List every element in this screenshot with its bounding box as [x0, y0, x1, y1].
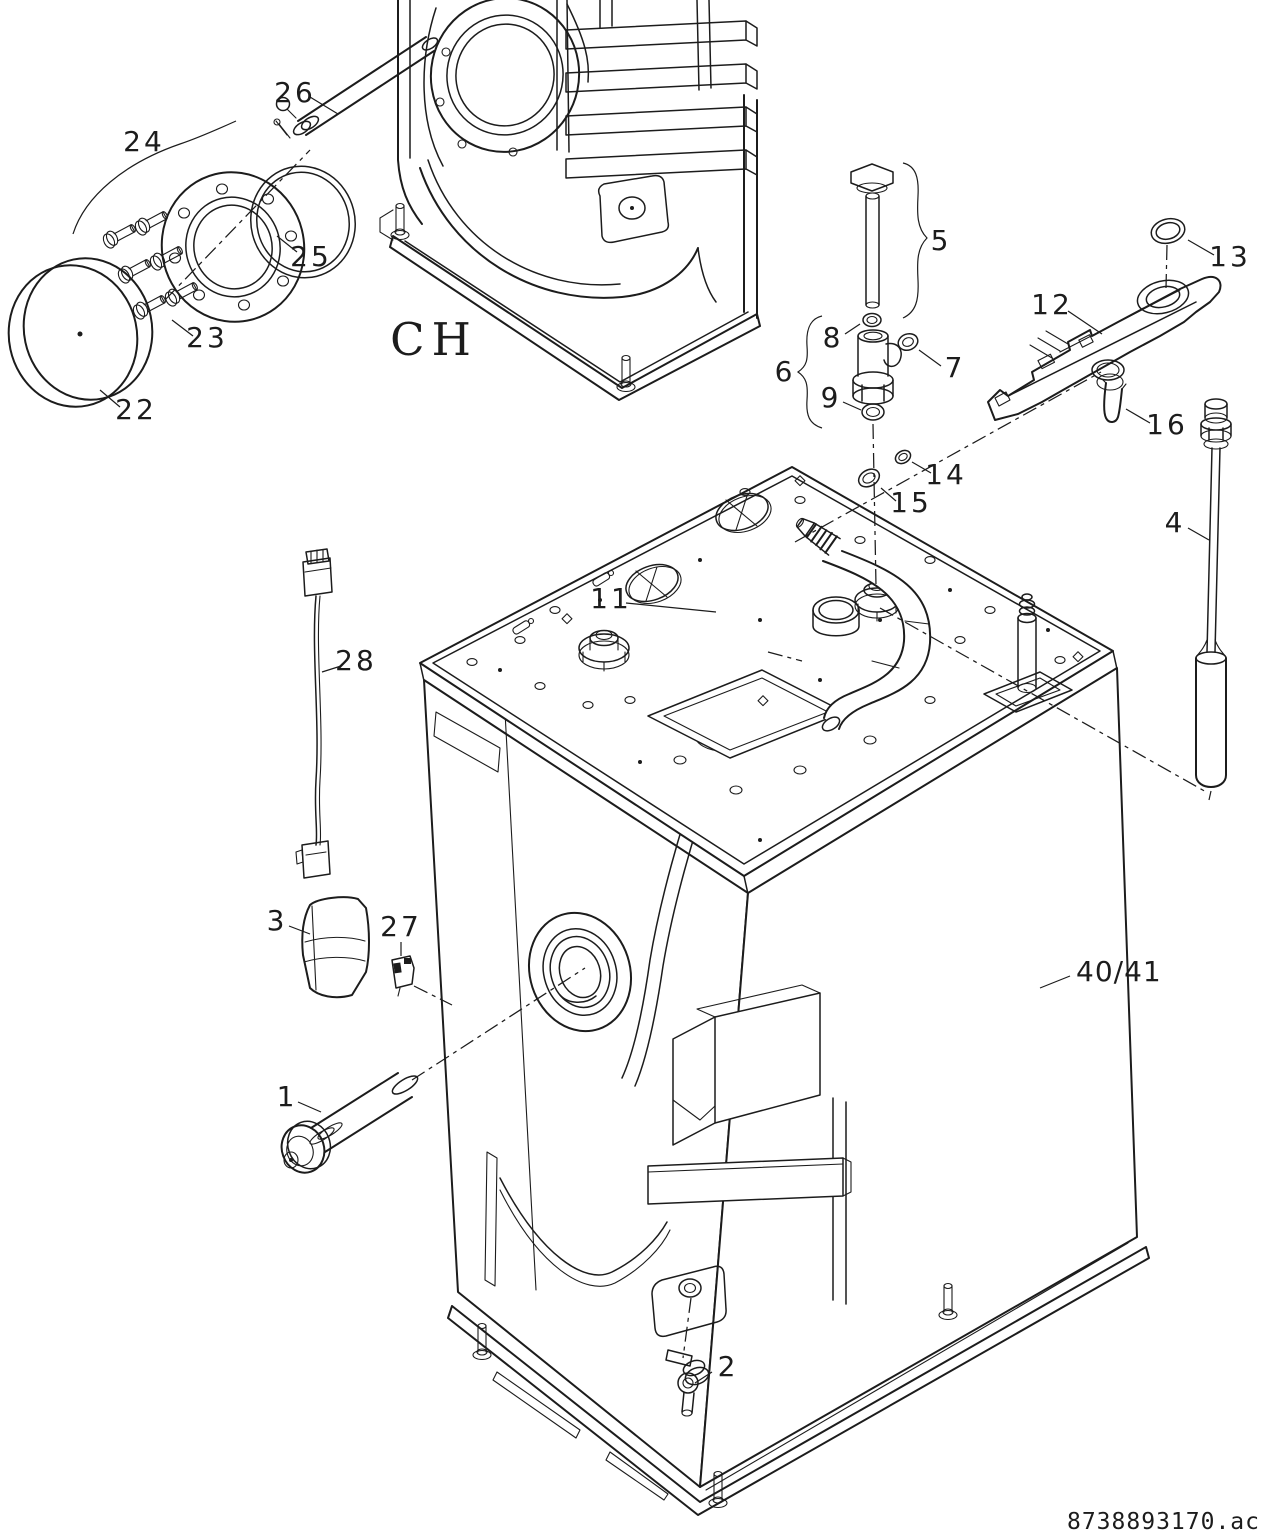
svg-text:26: 26 — [274, 76, 316, 109]
svg-text:40/41: 40/41 — [1076, 955, 1162, 988]
svg-text:24: 24 — [123, 125, 165, 158]
svg-text:27: 27 — [380, 910, 422, 943]
drawing-code: 8738893170.ac — [1067, 1509, 1260, 1535]
callout-9: 9 — [821, 381, 862, 414]
o-ring-8 — [862, 312, 882, 328]
svg-text:6: 6 — [775, 355, 796, 388]
drain-recess — [651, 1265, 727, 1338]
callout-3: 3 — [267, 904, 311, 937]
callout-5: 5 — [931, 224, 952, 257]
svg-text:16: 16 — [1146, 408, 1188, 441]
callout-7: 7 — [918, 349, 966, 384]
anode-rod — [1195, 398, 1232, 801]
callout-40-41: 40/41 — [1039, 955, 1162, 989]
flange-gasket — [250, 165, 356, 279]
element-access-band — [647, 1157, 852, 1205]
svg-text:28: 28 — [335, 644, 377, 677]
svg-text:7: 7 — [945, 351, 966, 384]
svg-text:22: 22 — [115, 393, 157, 426]
callout-26: 26 — [274, 76, 339, 115]
svg-text:4: 4 — [1165, 506, 1186, 539]
o-ring-14 — [894, 449, 912, 465]
callout-23: 23 — [171, 319, 228, 354]
flange-plate — [160, 171, 306, 323]
callout-11: 11 — [590, 582, 717, 615]
callout-28: 28 — [321, 644, 377, 677]
svg-text:12: 12 — [1031, 288, 1073, 321]
svg-text:13: 13 — [1209, 240, 1251, 273]
heating-element — [280, 1072, 419, 1174]
tank-fitting — [852, 329, 902, 405]
svg-text:5: 5 — [931, 224, 952, 257]
callout-25: 25 — [276, 235, 332, 273]
panel-holes — [466, 475, 1084, 842]
cover-knob — [301, 896, 370, 999]
callout-14: 14 — [911, 458, 967, 491]
svg-text:9: 9 — [821, 381, 842, 414]
cover-disc — [7, 257, 154, 408]
svg-text:14: 14 — [925, 458, 967, 491]
dip-tube — [850, 163, 894, 309]
callout-16: 16 — [1125, 408, 1188, 441]
callout-6: 6 — [775, 355, 796, 388]
dip-tube-group — [796, 162, 928, 429]
svg-text:11: 11 — [590, 582, 632, 615]
flange-bolts — [100, 206, 201, 322]
handhole-cover — [672, 984, 821, 1146]
callout-22: 22 — [99, 389, 157, 426]
tank-top-panel — [419, 466, 1114, 877]
o-ring-13 — [1150, 217, 1186, 245]
callout-15: 15 — [880, 486, 932, 519]
svg-text:3: 3 — [267, 904, 288, 937]
svg-text:1: 1 — [277, 1080, 298, 1113]
boiler-unit-ch — [379, 0, 761, 401]
center-lines — [411, 244, 1209, 1359]
retaining-clip — [1101, 378, 1127, 423]
svg-text:23: 23 — [186, 321, 228, 354]
clip-27 — [391, 955, 415, 997]
system-label: CH — [390, 313, 478, 366]
vent-pipe-stub — [983, 593, 1073, 713]
hose-connector — [795, 517, 841, 556]
callout-2: 2 — [694, 1350, 739, 1384]
anode-rod-upper — [273, 36, 439, 139]
callout-4: 4 — [1165, 506, 1210, 541]
o-ring-15 — [857, 468, 881, 488]
panel-collar — [812, 596, 860, 637]
flange-cover-group — [7, 36, 439, 408]
o-ring-7 — [897, 332, 919, 352]
flexible-hose — [795, 517, 932, 732]
callout-1: 1 — [277, 1080, 322, 1113]
svg-text:15: 15 — [890, 486, 932, 519]
callout-8: 8 — [823, 321, 861, 354]
panel-hex-fitting — [578, 629, 630, 672]
drain-valve — [665, 1349, 710, 1417]
callouts: 26 24 25 23 22 5 8 6 7 — [99, 76, 1251, 1384]
sensor-cable — [295, 548, 333, 879]
svg-text:8: 8 — [823, 321, 844, 354]
storage-tank — [419, 650, 1150, 1516]
callout-24: 24 — [123, 125, 165, 158]
burner-flange-boss — [527, 911, 633, 1033]
svg-text:25: 25 — [290, 240, 332, 273]
callout-27: 27 — [380, 910, 422, 956]
callout-12: 12 — [1031, 288, 1103, 335]
control-module-assembly — [987, 275, 1222, 421]
o-ring-9 — [861, 403, 885, 421]
callout-13: 13 — [1187, 239, 1251, 273]
svg-text:2: 2 — [718, 1350, 739, 1383]
